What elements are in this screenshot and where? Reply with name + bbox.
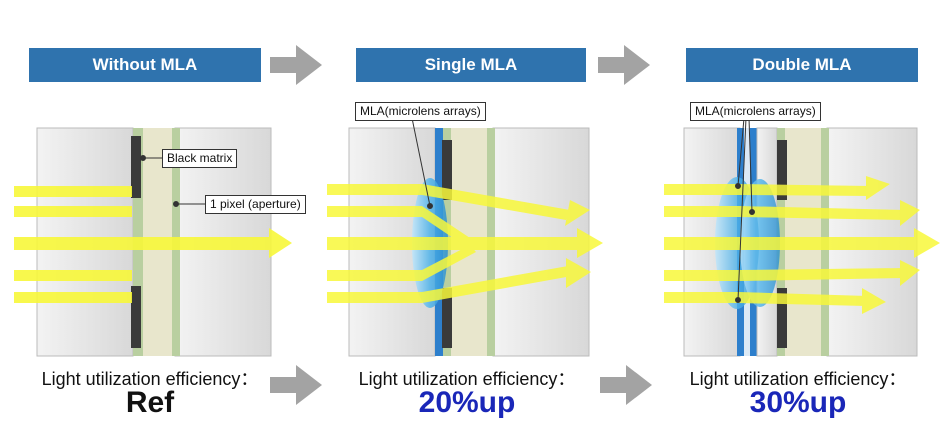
callout-leader-p2 xyxy=(411,117,433,209)
panel-title-without-mla: Without MLA xyxy=(29,48,261,82)
light-beams-without-mla xyxy=(14,186,292,303)
mla-label-single: MLA(microlens arrays) xyxy=(355,102,486,121)
black-matrix-label: Black matrix xyxy=(162,149,238,168)
callout-leaders-p1 xyxy=(140,155,206,207)
flow-arrow-top-2 xyxy=(598,45,650,85)
pixel-aperture-label: 1 pixel (aperture) xyxy=(205,195,306,214)
flow-arrow-bottom-2 xyxy=(600,365,652,405)
mla-label-double: MLA(microlens arrays) xyxy=(690,102,821,121)
flow-arrow-top-1 xyxy=(270,45,322,85)
black-matrix-block xyxy=(131,136,141,198)
efficiency-value-double-mla: 30%up xyxy=(749,386,847,419)
panel-title-single-mla: Single MLA xyxy=(356,48,586,82)
efficiency-value-without-mla: Ref xyxy=(125,386,175,419)
efficiency-label-double-mla: Light utilization efficiency： xyxy=(689,369,907,389)
light-beams-single-mla xyxy=(327,184,603,303)
efficiency-label-single-mla: Light utilization efficiency： xyxy=(358,369,576,389)
efficiency-value-single-mla: 20%up xyxy=(418,386,516,419)
light-beams-double-mla xyxy=(664,176,940,314)
flow-arrow-bottom-1 xyxy=(270,365,322,405)
panel-title-double-mla: Double MLA xyxy=(686,48,918,82)
efficiency-label-without-mla: Light utilization efficiency： xyxy=(41,369,259,389)
callout-leader-p3 xyxy=(735,117,755,303)
